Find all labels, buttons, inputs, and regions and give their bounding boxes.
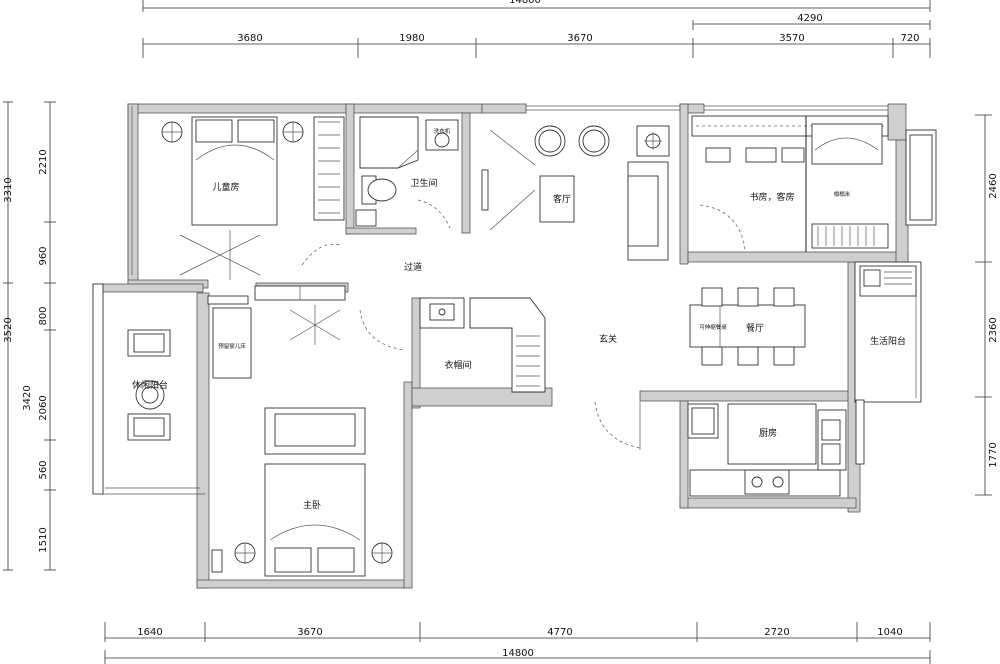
dim-top-4290: 4290 (797, 13, 822, 24)
childrens-room-furniture: 儿童房 (161, 116, 345, 280)
label-childrens-room: 儿童房 (212, 181, 239, 193)
label-master-bedroom: 主卧 (303, 499, 321, 511)
dim-left-7: 1510 (38, 527, 49, 552)
study-furniture: 书房，客房 榻榻米 (691, 115, 889, 252)
dim-left-3: 800 (38, 306, 49, 325)
dining-furniture: 可伸缩餐桌 餐厅 (689, 287, 806, 366)
utility-balcony: 生活阳台 (859, 265, 917, 347)
master-bedroom-furniture: 预留婴儿床 主卧 (211, 305, 393, 577)
dim-left-5: 2060 (38, 395, 49, 420)
dim-right-1: 2460 (988, 173, 999, 198)
dim-top-1: 3680 (237, 33, 262, 44)
dim-left-1: 2210 (38, 149, 49, 174)
kitchen-furniture: 厨房 (687, 403, 847, 497)
label-living-room: 客厅 (553, 193, 571, 205)
label-foyer: 玄关 (599, 333, 617, 345)
windows (92, 105, 937, 495)
label-reserved-crib: 预留婴儿床 (218, 342, 246, 350)
label-tatami: 榻榻米 (834, 190, 851, 198)
dim-top-overall: 14800 (509, 0, 541, 6)
dim-bottom-2: 3670 (297, 627, 322, 638)
label-dining: 餐厅 (746, 322, 764, 334)
cloakroom-furniture: 衣帽间 (419, 297, 546, 393)
label-corridor: 过道 (404, 261, 422, 273)
dim-top-5: 720 (900, 33, 919, 44)
right-dimensions: 2460 2360 1770 (975, 114, 999, 496)
leisure-balcony: 休闲阳台 (127, 329, 171, 441)
label-kitchen: 厨房 (759, 427, 777, 439)
dim-top-3: 3670 (567, 33, 592, 44)
label-bathroom: 卫生间 (410, 177, 437, 189)
label-leisure-balcony: 休闲阳台 (132, 379, 168, 391)
dim-bottom-5: 1040 (877, 627, 902, 638)
dim-left-outer-1: 3310 (3, 177, 14, 202)
walls (92, 103, 909, 589)
dim-bottom-1: 1640 (137, 627, 162, 638)
dim-bottom-3: 4770 (547, 627, 572, 638)
label-folding-table: 可伸缩餐桌 (699, 323, 727, 331)
label-study-guest: 书房，客房 (749, 191, 794, 203)
label-washing-machine: 洗衣机 (434, 127, 451, 135)
dim-top-4: 3570 (779, 33, 804, 44)
dim-bottom-4: 2720 (764, 627, 789, 638)
label-cloakroom: 衣帽间 (444, 359, 471, 371)
bottom-dimensions: 1640 3670 4770 2720 1040 14800 (104, 622, 931, 664)
bathroom-furniture: 洗衣机 卫生间 (355, 116, 459, 229)
dim-left-2: 960 (38, 246, 49, 265)
dim-left-6: 560 (38, 460, 49, 479)
corridor: 过道 玄关 (207, 243, 641, 450)
dim-left-outer-2: 3520 (3, 317, 14, 342)
dim-left-4: 3420 (22, 385, 33, 410)
dim-right-2: 2360 (988, 317, 999, 342)
dim-right-3: 1770 (988, 442, 999, 467)
top-dimensions: 14800 4290 3680 1980 3670 3570 720 (142, 0, 931, 58)
label-utility-balcony: 生活阳台 (870, 335, 906, 347)
dim-top-2: 1980 (399, 33, 424, 44)
living-room-furniture: 客厅 (481, 125, 670, 261)
left-dimensions: 3310 3520 2210 960 800 3420 2060 560 151… (3, 101, 56, 571)
dim-bottom-overall: 14800 (502, 648, 534, 659)
